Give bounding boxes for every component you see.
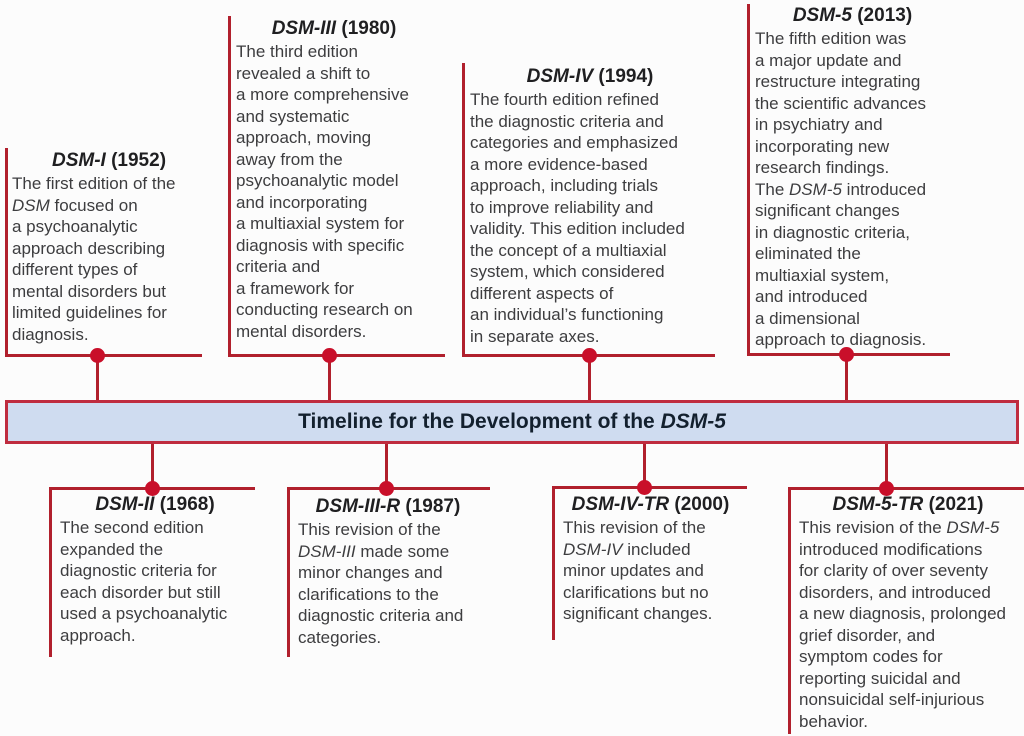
entry-title: DSM-I (1952) <box>12 150 206 172</box>
entry-left-line <box>228 16 231 357</box>
entry-title-name: DSM-II <box>95 494 155 515</box>
timeline-banner: Timeline for the Development of the DSM-… <box>5 400 1019 444</box>
entry-description: The third edition revealed a shift to a … <box>236 42 413 341</box>
timeline-node-dot <box>322 348 337 363</box>
entry-stem-line <box>588 355 591 403</box>
entry-left-line <box>552 486 555 640</box>
entry-description: This revision of the DSM-IV included min… <box>563 518 713 623</box>
entry-stem-line <box>643 441 646 488</box>
entry-left-line <box>49 487 52 657</box>
banner-title-text: Timeline for the Development of the <box>298 410 661 433</box>
entry-title-year: (1994) <box>598 66 654 87</box>
entry-title: DSM-IV-TR (2000) <box>563 494 738 516</box>
entry-title-name: DSM-I <box>51 150 106 171</box>
entry-stem-line <box>96 355 99 403</box>
entry-left-line <box>747 4 750 356</box>
entry-title-year: (1980) <box>341 18 397 39</box>
entry-title: DSM-5-TR (2021) <box>799 494 1017 516</box>
entry-left-line <box>788 487 791 734</box>
entry-title-year: (1968) <box>159 494 215 515</box>
entry-description: This revision of the DSM-5 introduced mo… <box>799 518 1006 731</box>
entry-title-name: DSM-5 <box>792 5 852 26</box>
timeline-node-dot <box>839 347 854 362</box>
entry-title-year: (2013) <box>857 5 913 26</box>
entry-description: The second edition expanded the diagnost… <box>60 518 228 645</box>
entry-connector-line <box>788 487 1024 490</box>
timeline-banner-title: Timeline for the Development of the DSM-… <box>298 410 726 434</box>
banner-title-italic: DSM-5 <box>660 410 726 433</box>
entry-description: The fourth edition refined the diagnosti… <box>470 90 685 346</box>
entry-title-year: (1987) <box>405 496 461 517</box>
entry-left-line <box>287 487 290 657</box>
entry-title-name: DSM-IV <box>526 66 594 87</box>
timeline-node-dot <box>582 348 597 363</box>
entry-stem-line <box>385 441 388 489</box>
entry-stem-line <box>845 354 848 403</box>
entry-title: DSM-IV (1994) <box>470 66 710 88</box>
entry-left-line <box>462 63 465 357</box>
timeline-node-dot <box>90 348 105 363</box>
timeline-node-dot <box>637 480 652 495</box>
entry-title: DSM-II (1968) <box>60 494 250 516</box>
entry-stem-line <box>885 441 888 489</box>
entry-description: This revision of the DSM-III made some m… <box>298 520 464 647</box>
entry-stem-line <box>328 355 331 403</box>
entry-description: The fifth edition was a major update and… <box>755 29 927 349</box>
entry-title-name: DSM-5-TR <box>832 494 924 515</box>
entry-stem-line <box>151 441 154 489</box>
entry-title: DSM-5 (2013) <box>755 5 950 27</box>
entry-title: DSM-III-R (1987) <box>298 496 478 518</box>
entry-title-year: (1952) <box>111 150 167 171</box>
timeline-node-dot <box>879 481 894 496</box>
timeline-node-dot <box>145 481 160 496</box>
entry-title-name: DSM-III <box>271 18 337 39</box>
entry-title-name: DSM-III-R <box>315 496 401 517</box>
entry-description: The first edition of the DSM focused on … <box>12 174 176 344</box>
entry-left-line <box>5 148 8 357</box>
timeline-node-dot <box>379 481 394 496</box>
entry-title: DSM-III (1980) <box>236 18 432 40</box>
entry-title-year: (2021) <box>928 494 984 515</box>
entry-title-year: (2000) <box>674 494 730 515</box>
entry-title-name: DSM-IV-TR <box>571 494 670 515</box>
